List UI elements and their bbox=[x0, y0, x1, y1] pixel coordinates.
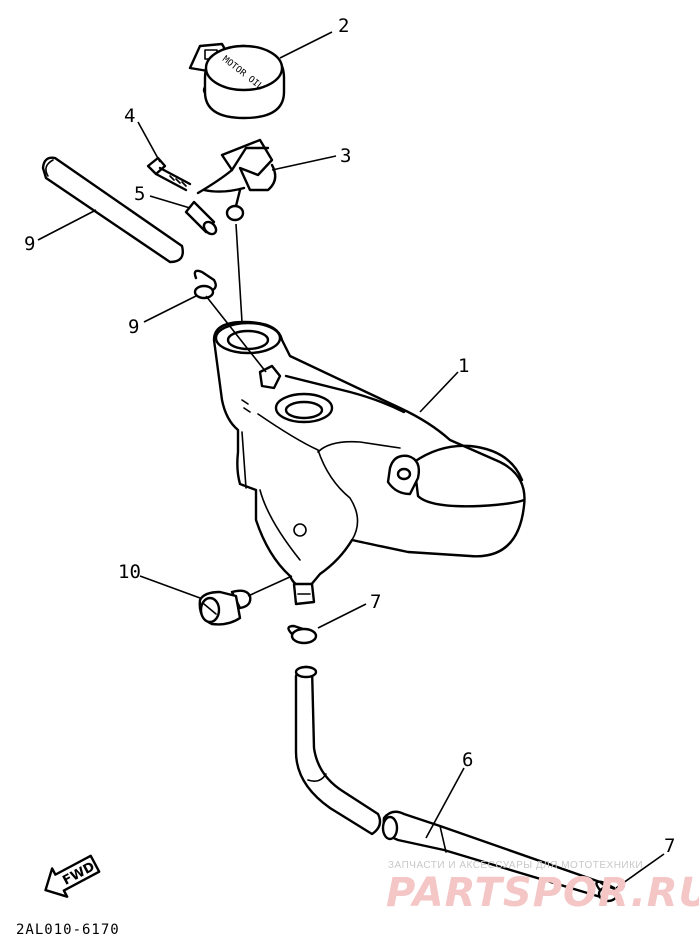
drain-bolt-part bbox=[198, 589, 252, 626]
callout-4: 4 bbox=[124, 105, 135, 127]
collar-part bbox=[184, 200, 218, 236]
leader-lines bbox=[37, 31, 665, 889]
band-clip-part bbox=[196, 138, 277, 222]
hose-clip-upper-part bbox=[287, 624, 318, 645]
callout-7-lower: 7 bbox=[664, 835, 675, 857]
callout-8: 9 bbox=[24, 233, 35, 255]
oil-tank-part bbox=[212, 320, 526, 606]
callout-1: 1 bbox=[458, 355, 469, 377]
breather-pipe-part bbox=[41, 156, 184, 264]
callout-numbers: 2 3 4 5 9 9 1 10 7 6 7 bbox=[24, 15, 675, 857]
bolt-part bbox=[146, 156, 192, 192]
watermark-tagline: ЗАПЧАСТИ И АКСЕССУАРЫ ДЛЯ МОТОТЕХНИКИ bbox=[388, 860, 643, 871]
callout-10: 10 bbox=[118, 561, 141, 583]
fwd-arrow: FWD bbox=[44, 854, 101, 898]
hose-clip-lower-part bbox=[595, 880, 619, 903]
callout-6: 6 bbox=[462, 749, 473, 771]
clip-part bbox=[193, 269, 217, 300]
callout-3: 3 bbox=[340, 145, 351, 167]
callout-7-upper: 7 bbox=[370, 591, 381, 613]
callout-2: 2 bbox=[338, 15, 349, 37]
watermark-brand: PARTSPOR.RU bbox=[386, 870, 699, 916]
callout-9: 9 bbox=[128, 316, 139, 338]
oil-cap-part: MOTOR OIL bbox=[188, 42, 286, 120]
callout-5: 5 bbox=[134, 183, 145, 205]
watermark: ЗАПЧАСТИ И АКСЕССУАРЫ ДЛЯ МОТОТЕХНИКИ PA… bbox=[386, 860, 699, 916]
drawing-code: 2AL010-6170 bbox=[16, 922, 120, 938]
